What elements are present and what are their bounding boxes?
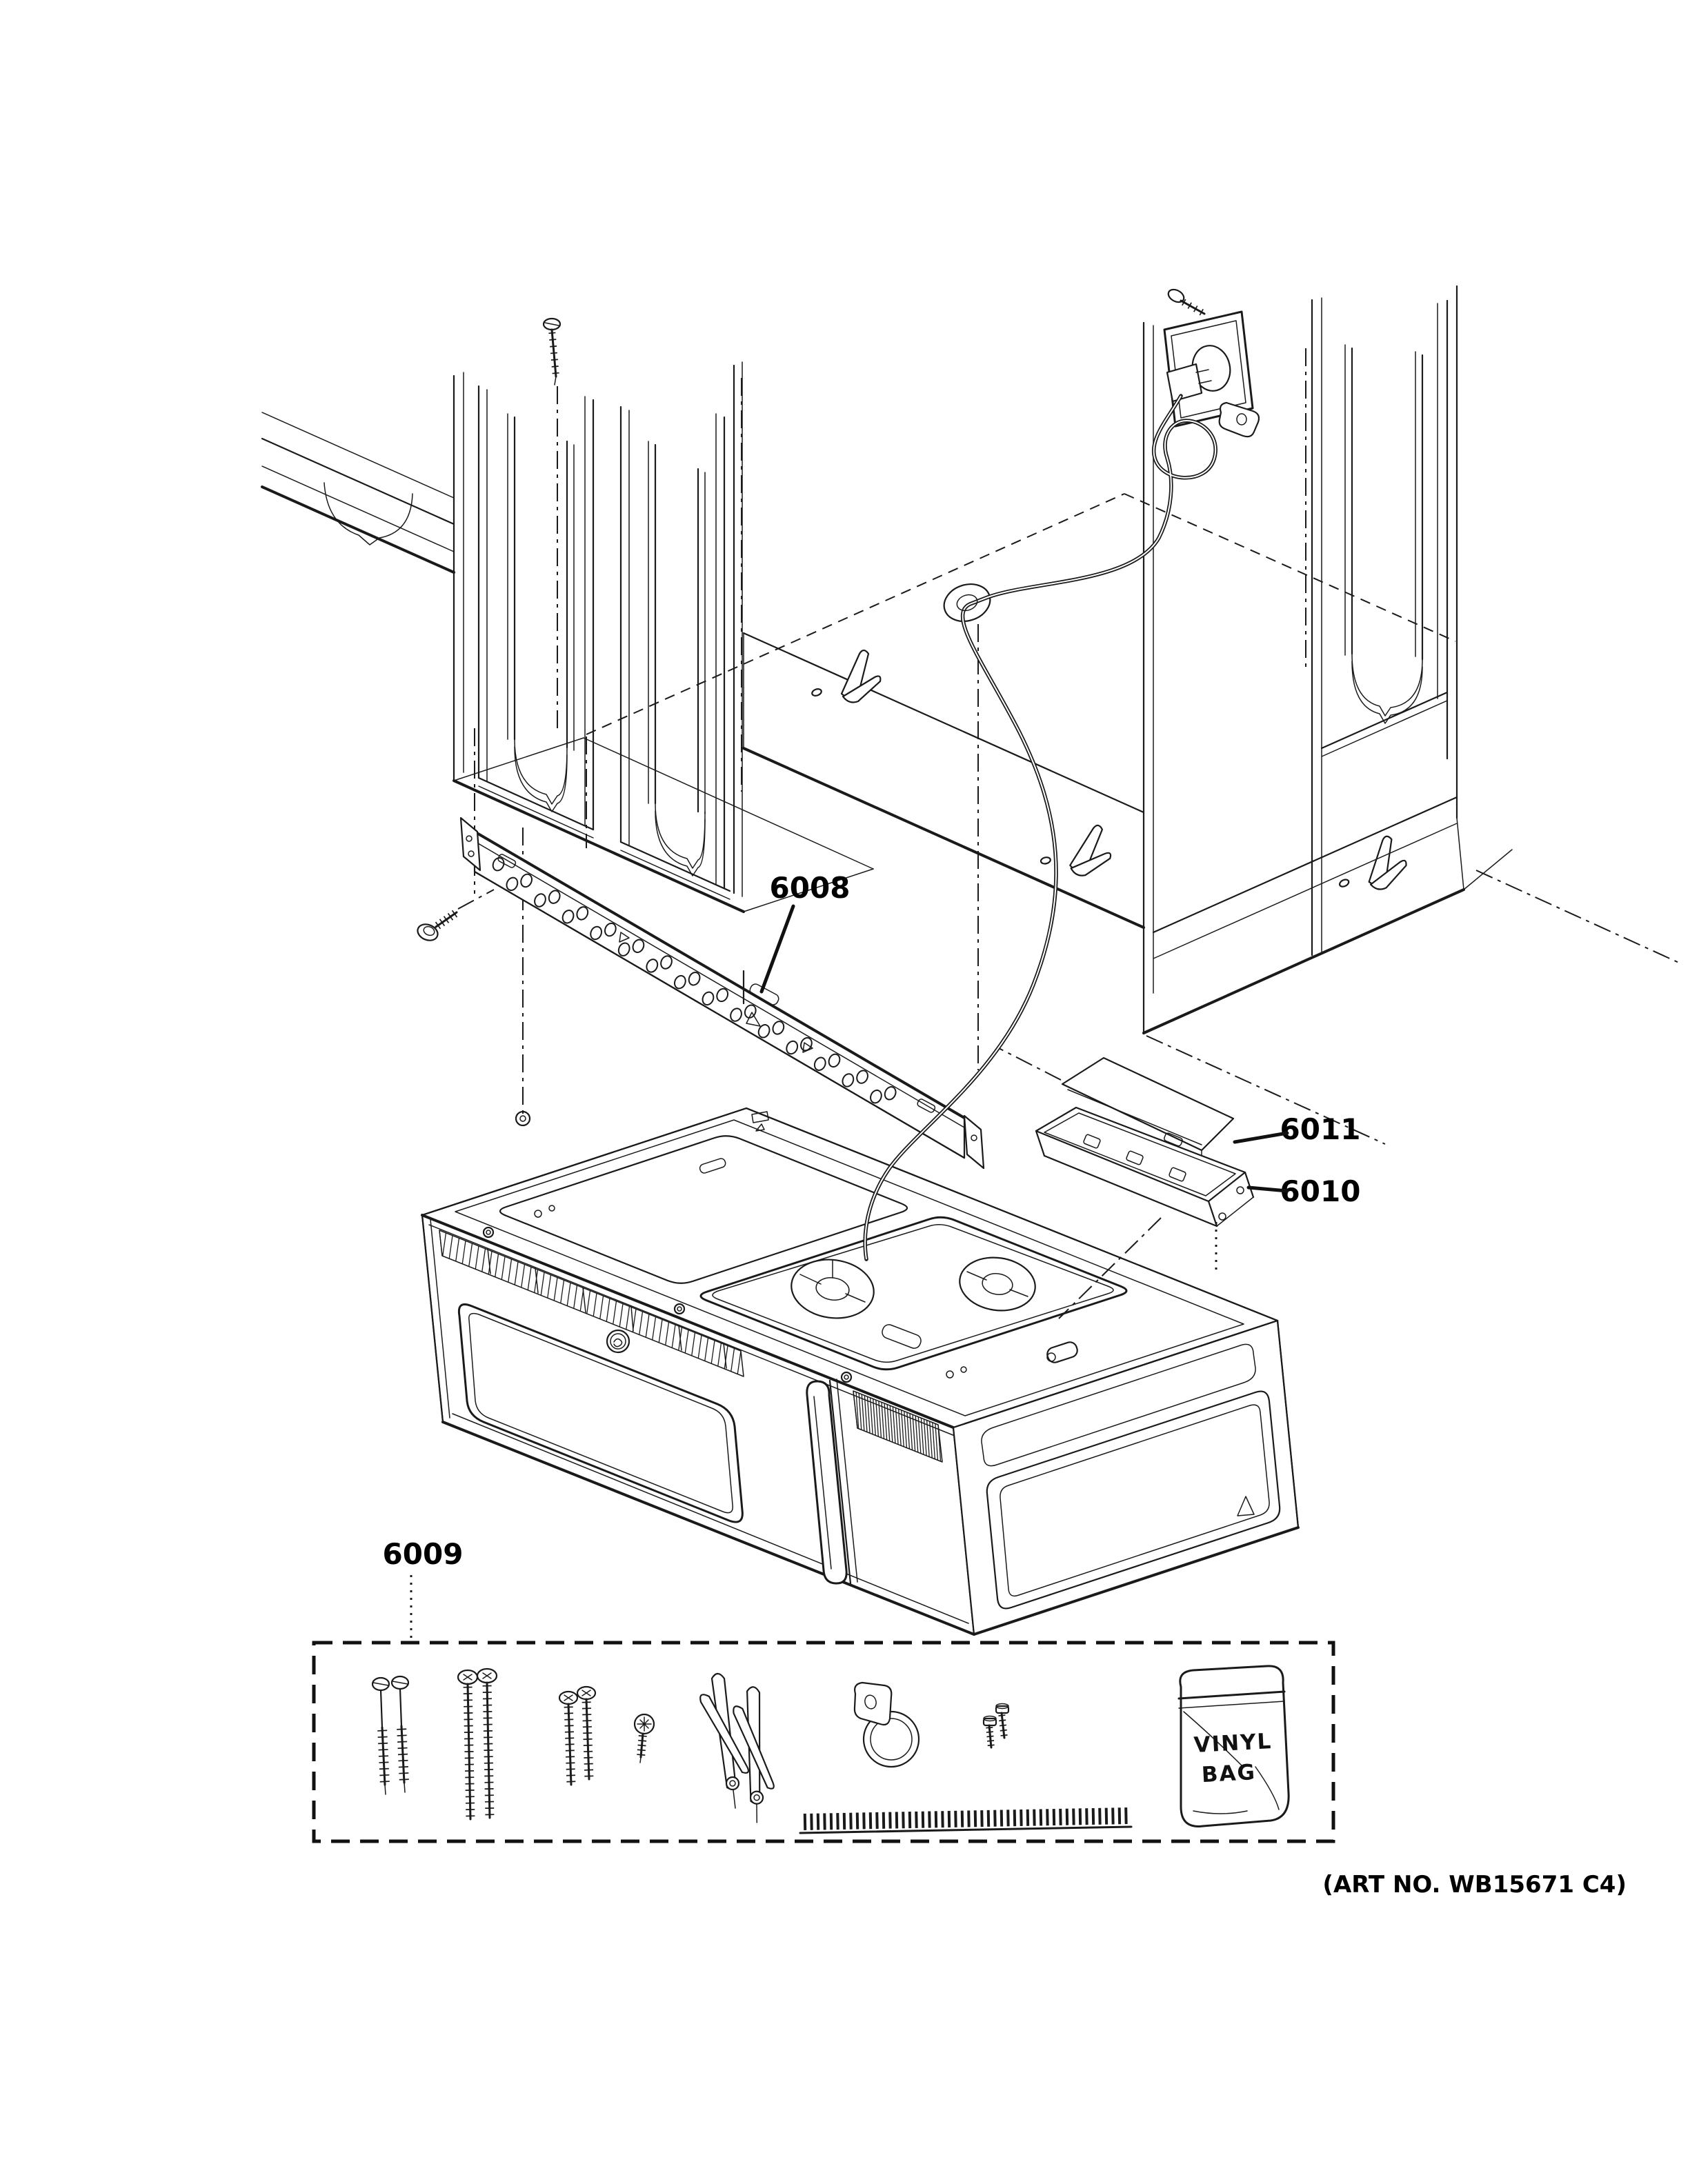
callout-6010-label: 6010 bbox=[1280, 1174, 1361, 1208]
toggle-anchor-proto bbox=[699, 1672, 749, 1809]
neighbor-cabinet-lines bbox=[261, 412, 455, 574]
power-cord bbox=[863, 394, 1217, 1261]
spring-strip bbox=[799, 1807, 1133, 1834]
outlet-screw bbox=[1167, 288, 1206, 316]
microwave-front bbox=[421, 1214, 975, 1636]
hardware-kit-box: VINYL BAG bbox=[312, 1641, 1335, 1843]
small-screw-b bbox=[995, 1703, 1010, 1739]
bracket-end-tab-right bbox=[963, 1114, 985, 1170]
long-bolt-b bbox=[476, 1667, 498, 1819]
small-screw-a bbox=[982, 1715, 997, 1749]
callout-6011: 6011 bbox=[1233, 1112, 1361, 1146]
wood-screw-a bbox=[371, 1676, 390, 1795]
callout-6010: 6010 bbox=[1246, 1174, 1361, 1208]
callout-6008-label: 6008 bbox=[770, 871, 851, 905]
cord-clip bbox=[1218, 401, 1260, 438]
vent-grille-hatch bbox=[439, 1230, 742, 1374]
projection-lines bbox=[457, 348, 1680, 1145]
bracket-center-mark bbox=[742, 970, 779, 1027]
lag-screw bbox=[417, 910, 458, 941]
mounting-bracket bbox=[459, 817, 985, 1170]
medium-bolt-a bbox=[558, 1690, 579, 1786]
ge-logo bbox=[606, 1329, 630, 1354]
cord-grommet bbox=[943, 583, 991, 622]
callout-6010-leader bbox=[1246, 1185, 1289, 1193]
wall-back-panel bbox=[742, 632, 1407, 929]
exhaust-adapter-case bbox=[1035, 1106, 1255, 1228]
left-cabinet bbox=[453, 361, 874, 913]
side-panel-upper bbox=[981, 1343, 1256, 1467]
long-bolt-a bbox=[457, 1669, 479, 1821]
callout-6008: 6008 bbox=[759, 871, 851, 994]
exhaust-adapter-cover bbox=[1061, 1056, 1235, 1156]
microwave bbox=[421, 1107, 1300, 1636]
art-number: (ART NO. WB15671 C4) bbox=[1322, 1871, 1627, 1899]
cathedral-scallop-right bbox=[1351, 653, 1423, 724]
callout-6011-label: 6011 bbox=[1280, 1112, 1361, 1146]
bracket-end-tab-left bbox=[459, 817, 481, 872]
vent-grille bbox=[439, 1230, 744, 1377]
wood-screw-b bbox=[390, 1675, 410, 1793]
right-cabinet bbox=[1142, 285, 1513, 1034]
vinyl-bag-label-line2: BAG bbox=[1201, 1760, 1257, 1787]
door-handle bbox=[806, 1380, 848, 1585]
cathedral-scallop-door1 bbox=[514, 739, 568, 812]
door-window bbox=[457, 1303, 744, 1523]
phillips-screw bbox=[633, 1713, 655, 1763]
callout-6009-label: 6009 bbox=[383, 1537, 464, 1571]
microwave-side bbox=[421, 1107, 1300, 1636]
speaker-grille bbox=[853, 1390, 943, 1463]
cabinet-screw bbox=[542, 317, 561, 385]
outlet-plug bbox=[1166, 363, 1212, 403]
side-panel-lower bbox=[986, 1390, 1281, 1610]
fan-opening bbox=[699, 1216, 1128, 1371]
side-triangle-mark bbox=[1237, 1496, 1255, 1516]
callout-6009: 6009 bbox=[383, 1537, 464, 1640]
vinyl-bag: VINYL BAG bbox=[1177, 1665, 1290, 1827]
medium-bolt-b bbox=[576, 1685, 597, 1781]
cord-clamp bbox=[853, 1681, 920, 1768]
callout-6008-leader bbox=[759, 904, 795, 994]
vinyl-bag-label-line1: VINYL bbox=[1193, 1729, 1273, 1758]
wall-outlet bbox=[1163, 288, 1260, 438]
callout-6011-leader bbox=[1233, 1131, 1289, 1144]
speaker-grille-hatch bbox=[853, 1390, 942, 1462]
cathedral-scallop-door2 bbox=[655, 803, 706, 876]
